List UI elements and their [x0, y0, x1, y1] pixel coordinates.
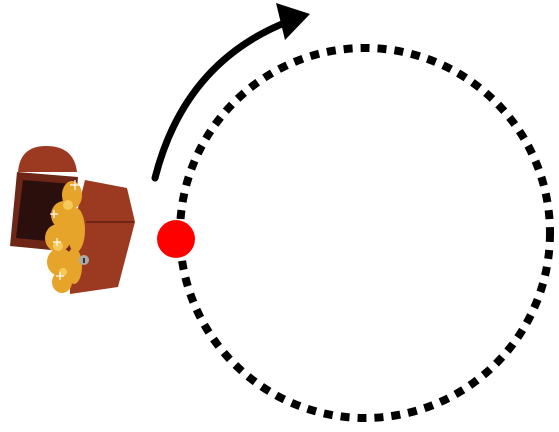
- dotted-orbit: [180, 48, 550, 418]
- red-dot-icon: [157, 220, 195, 258]
- arrow-shaft: [155, 20, 292, 178]
- lock-keyhole: [83, 258, 85, 263]
- arrow-tip: [276, 3, 310, 40]
- chest-lid: [18, 146, 77, 172]
- treasure-chest-icon: [10, 146, 135, 294]
- curved-arrow-icon: [155, 3, 310, 178]
